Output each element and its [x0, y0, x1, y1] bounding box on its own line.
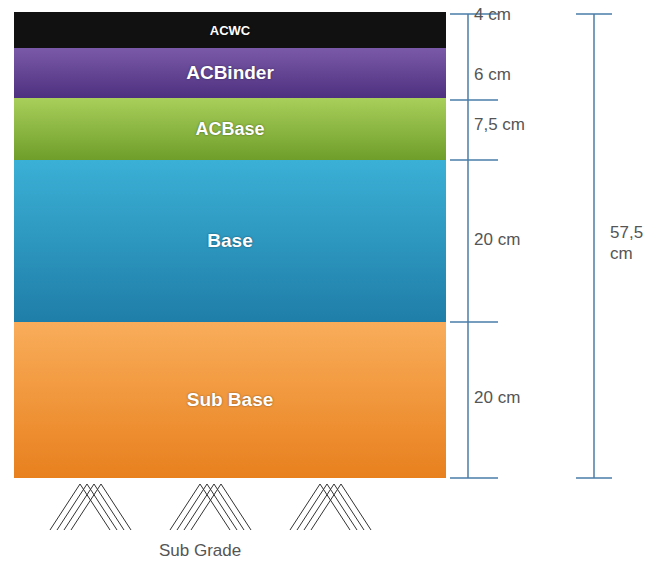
- pavement-layer: ACBase: [14, 98, 446, 160]
- dimension-label: 4 cm: [474, 4, 511, 25]
- layer-name: ACBinder: [186, 62, 274, 84]
- layer-name: Sub Base: [187, 389, 274, 411]
- dimension-label: 20 cm: [474, 229, 520, 250]
- layer-name: Base: [207, 230, 252, 252]
- pavement-layer: Base: [14, 160, 446, 322]
- dimension-label: 57,5 cm: [610, 222, 654, 265]
- dimension-lines: [450, 14, 612, 478]
- layer-name: ACWC: [210, 23, 250, 38]
- dimension-label: 6 cm: [474, 64, 511, 85]
- subgrade-hatching: [50, 484, 371, 530]
- pavement-layer: ACWC: [14, 12, 446, 48]
- layer-name: ACBase: [195, 119, 264, 140]
- ground-label: Sub Grade: [159, 540, 241, 561]
- pavement-layer: Sub Base: [14, 322, 446, 478]
- dimension-label: 7,5 cm: [474, 114, 525, 135]
- pavement-layer: ACBinder: [14, 48, 446, 98]
- dimension-label: 20 cm: [474, 387, 520, 408]
